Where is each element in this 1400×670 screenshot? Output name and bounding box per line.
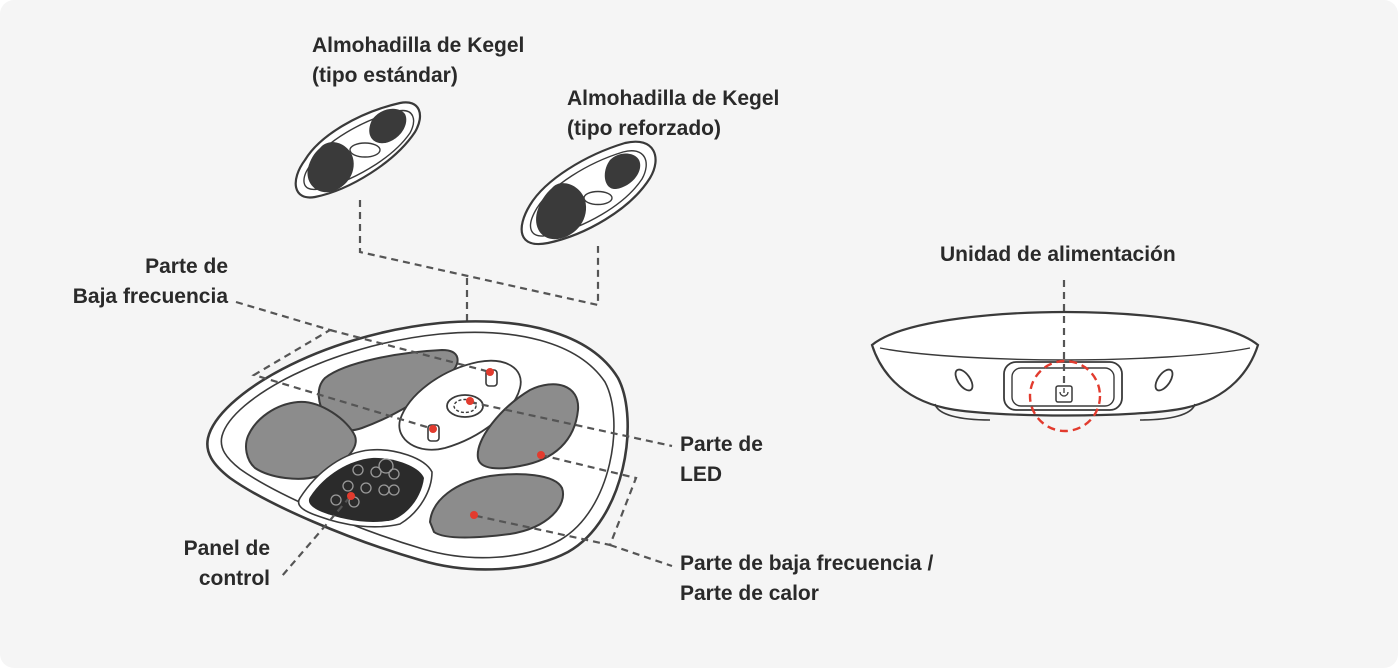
label-low-frequency: Parte de Baja frecuencia	[30, 252, 228, 312]
main-device	[206, 320, 629, 571]
power-port-highlight	[1028, 359, 1102, 433]
label-kegel-standard-line1: Almohadilla de Kegel	[312, 34, 525, 57]
label-led-line1: Parte de	[680, 433, 763, 456]
label-kegel-standard-line2: (tipo estándar)	[312, 64, 458, 87]
label-low-frequency-heat-line2: Parte de calor	[680, 582, 819, 605]
label-kegel-reinforced-line1: Almohadilla de Kegel	[567, 87, 780, 110]
label-kegel-reinforced-line2: (tipo reforzado)	[567, 117, 721, 140]
kegel-pad-reinforced	[520, 140, 657, 246]
label-low-frequency-heat-line1: Parte de baja frecuencia /	[680, 552, 934, 575]
red-markers	[347, 368, 545, 519]
label-control-panel-line2: control	[198, 567, 270, 590]
label-low-frequency-line2: Baja frecuencia	[72, 285, 228, 308]
label-kegel-standard: Almohadilla de Kegel (tipo estándar)	[312, 31, 524, 91]
label-power-unit-line1: Unidad de alimentación	[940, 243, 1176, 266]
label-control-panel: Panel de control	[120, 534, 270, 594]
label-led: Parte de LED	[680, 430, 763, 490]
power-icon	[1059, 388, 1069, 397]
device-leader-lines	[235, 300, 673, 577]
kegel-pad-standard	[294, 101, 422, 199]
label-kegel-reinforced: Almohadilla de Kegel (tipo reforzado)	[567, 84, 779, 144]
label-control-panel-line1: Panel de	[183, 537, 270, 560]
label-led-line2: LED	[680, 463, 722, 486]
label-low-frequency-line1: Parte de	[145, 255, 228, 278]
label-power-unit: Unidad de alimentación	[940, 240, 1176, 270]
label-low-frequency-heat: Parte de baja frecuencia / Parte de calo…	[680, 549, 933, 609]
